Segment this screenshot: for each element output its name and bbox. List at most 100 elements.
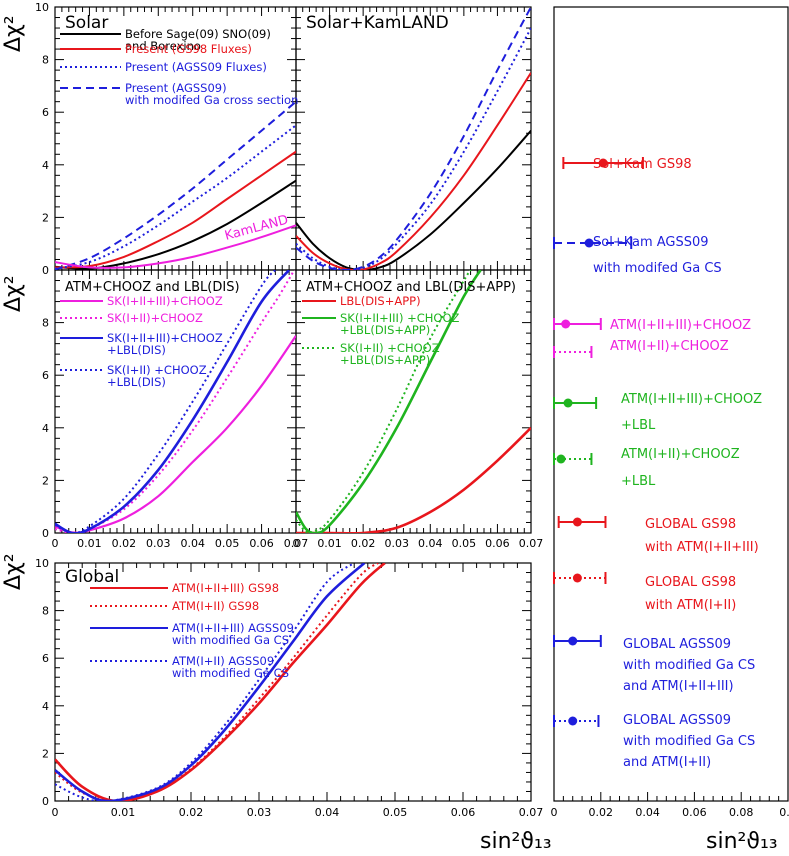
atm-chooz-lbl-dis-legend-2-label2: +LBL(DIS) [107, 343, 166, 357]
y-axis-label-middle: Δχ² [1, 275, 26, 312]
summary-label-8-0: GLOBAL AGSS09 [623, 637, 731, 652]
global-frame [54, 562, 532, 802]
atm-chooz-lbl-dis-app-series-0-line [296, 426, 531, 533]
atm-chooz-lbl-dis-app-title: ATM+CHOOZ and LBL(DIS+APP) [306, 280, 516, 295]
y-tick-label: 8 [42, 317, 49, 330]
atm-chooz-lbl-dis-app-legend-2-label: SK(I+II) +CHOOZ [340, 341, 440, 355]
solar-kamland-curves [296, 7, 531, 270]
summary-label-8-1: with modified Ga CS [623, 658, 755, 673]
summary-label-5-1: +LBL [621, 474, 656, 489]
summary-point-1 [584, 238, 594, 248]
summary-point-7 [572, 573, 582, 583]
y-tick-label: 6 [42, 369, 49, 382]
solar-kamland-frame [295, 6, 532, 271]
summary-label-3-0: ATM(I+II)+CHOOZ [610, 339, 729, 354]
atm-chooz-lbl-dis-app-legend-1-label: SK(I+II+III) +CHOOZ [340, 311, 460, 325]
y-tick-label: 4 [42, 422, 49, 435]
summary-point-5 [556, 454, 566, 464]
global-legend-3-label: ATM(I+II) AGSS09 [172, 654, 274, 668]
x-tick-label: 0.03 [146, 537, 171, 550]
atm-chooz-lbl-dis-app-frame [295, 269, 532, 534]
y-tick-label: 4 [42, 159, 49, 172]
atm-chooz-lbl-dis-legend-1-label: SK(I+II)+CHOOZ [107, 311, 203, 325]
x-tick-label: 0.07 [519, 806, 544, 819]
x-tick-label: 0.01 [111, 806, 136, 819]
solar-legend-2-label: Present (AGSS09 Fluxes) [125, 60, 267, 74]
summary-x-tick-label: 0.04 [635, 806, 660, 819]
solar-legend-1-label: Present (GS98 Fluxes) [125, 42, 252, 56]
solar-series-4-line [55, 224, 296, 269]
x-axis-label-left: sin²ϑ₁₃ [480, 829, 552, 854]
global-legend-3-label2: with modified Ga CS [172, 666, 289, 680]
solar-legend-3-label: Present (AGSS09) [125, 81, 227, 95]
y-tick-label: 0 [42, 795, 49, 808]
global-legend-1-label: ATM(I+II) GS98 [172, 599, 259, 613]
global-legend-2-label2: with modified Ga CS [172, 633, 289, 647]
solar-kamland-series-2-line [296, 27, 531, 270]
global-legend-0-label: ATM(I+II+III) GS98 [172, 581, 279, 595]
y-tick-label: 0 [42, 264, 49, 277]
summary-point-2 [561, 319, 571, 329]
summary-label-9-2: and ATM(I+II) [623, 755, 711, 770]
summary-point-8 [568, 636, 578, 646]
summary-x-tick-label: 0.1 [779, 806, 789, 819]
atm-chooz-lbl-dis-app-series-1-line [296, 270, 472, 533]
atm-chooz-lbl-dis-legend-0-label: SK(I+II+III)+CHOOZ [107, 294, 223, 308]
x-tick-label: 0.02 [351, 537, 376, 550]
solar-series-2-line [55, 124, 296, 270]
x-tick-label: 0.05 [215, 537, 240, 550]
x-tick-label: 0 [52, 537, 59, 550]
global-series-0-line [55, 563, 386, 801]
summary-label-1-0: Sol+Kam AGSS09 [593, 235, 709, 250]
summary-label-1-1: with modifed Ga CS [593, 261, 722, 276]
x-tick-label: 0 [293, 537, 300, 550]
x-tick-label: 0.05 [383, 806, 408, 819]
atm-chooz-lbl-dis-series-2-line [55, 270, 291, 533]
atm-chooz-lbl-dis-app-legend-0-label: LBL(DIS+APP) [340, 294, 421, 308]
summary-point-0 [598, 158, 608, 168]
atm-chooz-lbl-dis-app-curves [296, 270, 531, 533]
x-tick-label: 0.04 [315, 806, 340, 819]
solar-legend-0-label: Before Sage(09) SNO(09) [125, 27, 271, 41]
summary-label-8-2: and ATM(I+II+III) [623, 679, 734, 694]
x-tick-label: 0.05 [452, 537, 477, 550]
summary-label-4-0: ATM(I+II+III)+CHOOZ [621, 392, 762, 407]
solar-curves [55, 100, 296, 270]
solar-kamland-series-0-line [296, 129, 531, 270]
x-tick-label: 0.02 [179, 806, 204, 819]
atm-chooz-lbl-dis-title: ATM+CHOOZ and LBL(DIS) [65, 280, 240, 295]
y-tick-label: 6 [42, 652, 49, 665]
solar-kamland-series-3-line [296, 7, 531, 270]
atm-chooz-lbl-dis-app-series-2-line [296, 270, 482, 533]
summary-x-tick-label: 0.08 [729, 806, 754, 819]
atm-chooz-lbl-dis-series-3-line [55, 270, 277, 533]
atm-chooz-lbl-dis-legend-3-label: SK(I+II) +CHOOZ [107, 363, 207, 377]
summary-label-6-1: with ATM(I+II+III) [645, 540, 759, 555]
summary-label-9-0: GLOBAL AGSS09 [623, 713, 731, 728]
y-tick-label: 2 [42, 211, 49, 224]
summary-label-7-1: with ATM(I+II) [645, 598, 736, 613]
atm-chooz-lbl-dis-legend-3-label2: +LBL(DIS) [107, 375, 166, 389]
solar-series-1-line [55, 150, 296, 269]
y-tick-label: 8 [42, 605, 49, 618]
summary-label-7-0: GLOBAL GS98 [645, 575, 736, 590]
atm-chooz-lbl-dis-curves [55, 270, 296, 533]
y-axis-label-top: Δχ² [1, 15, 26, 52]
y-tick-label: 10 [35, 1, 49, 14]
x-tick-label: 0.01 [317, 537, 342, 550]
global-title: Global [65, 567, 119, 587]
y-tick-label: 0 [42, 527, 49, 540]
summary-x-tick-label: 0.06 [682, 806, 707, 819]
summary-point-4 [563, 398, 573, 408]
x-tick-label: 0.07 [519, 537, 544, 550]
solar-series-3-line [55, 100, 296, 270]
global-legend-2-label: ATM(I+II+III) AGSS09 [172, 621, 294, 635]
solar-title: Solar [65, 13, 108, 33]
y-tick-label: 2 [42, 747, 49, 760]
summary-label-0-0: Sol+Kam GS98 [593, 157, 692, 172]
x-tick-label: 0.07 [284, 537, 309, 550]
solar-kamland-series-1-line [296, 72, 531, 270]
solar-kamland-title: Solar+KamLAND [306, 13, 449, 33]
x-axis-label-right: sin²ϑ₁₃ [706, 829, 778, 854]
